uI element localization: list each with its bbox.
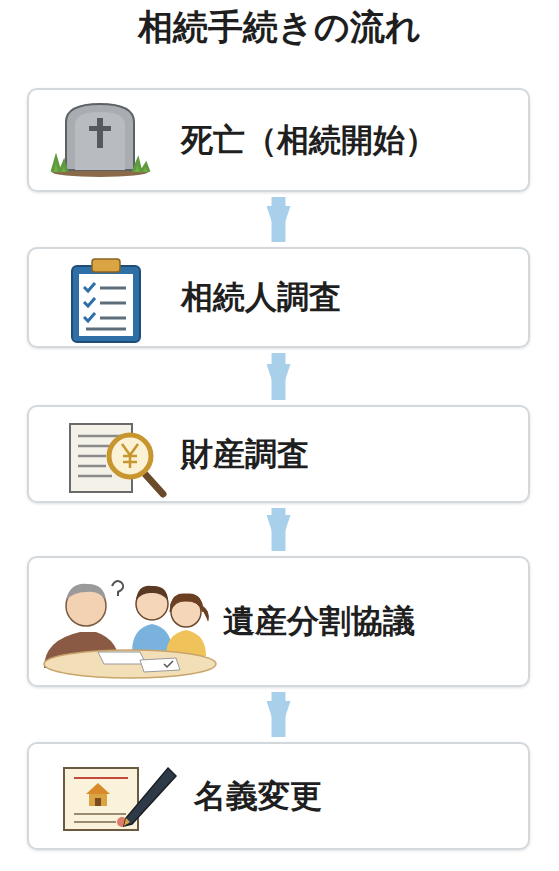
diagram-title: 相続手続きの流れ bbox=[0, 4, 559, 51]
process-box: 名義変更 bbox=[27, 742, 530, 850]
family-meeting-icon bbox=[44, 581, 216, 678]
process-box: 遺産分割協議 bbox=[27, 556, 530, 687]
process-box: 死亡（相続開始） bbox=[27, 88, 530, 192]
gravestone-icon bbox=[52, 104, 149, 177]
process-box: 財産調査 bbox=[27, 405, 530, 503]
flow-arrow bbox=[272, 353, 286, 400]
step-label: 財産調査 bbox=[181, 435, 309, 473]
deed-pen-icon bbox=[64, 768, 176, 830]
step-label: 相続人調査 bbox=[181, 278, 341, 316]
flow-arrow bbox=[272, 508, 286, 551]
step-label: 死亡（相続開始） bbox=[181, 121, 437, 159]
flow-arrow bbox=[272, 197, 286, 242]
step-label: 遺産分割協議 bbox=[223, 602, 415, 640]
process-box: 相続人調査 bbox=[27, 247, 530, 348]
flow-arrow bbox=[272, 692, 286, 737]
clipboard-icon bbox=[72, 259, 140, 342]
step-label: 名義変更 bbox=[194, 777, 322, 815]
magnifier-document-icon bbox=[70, 424, 163, 494]
